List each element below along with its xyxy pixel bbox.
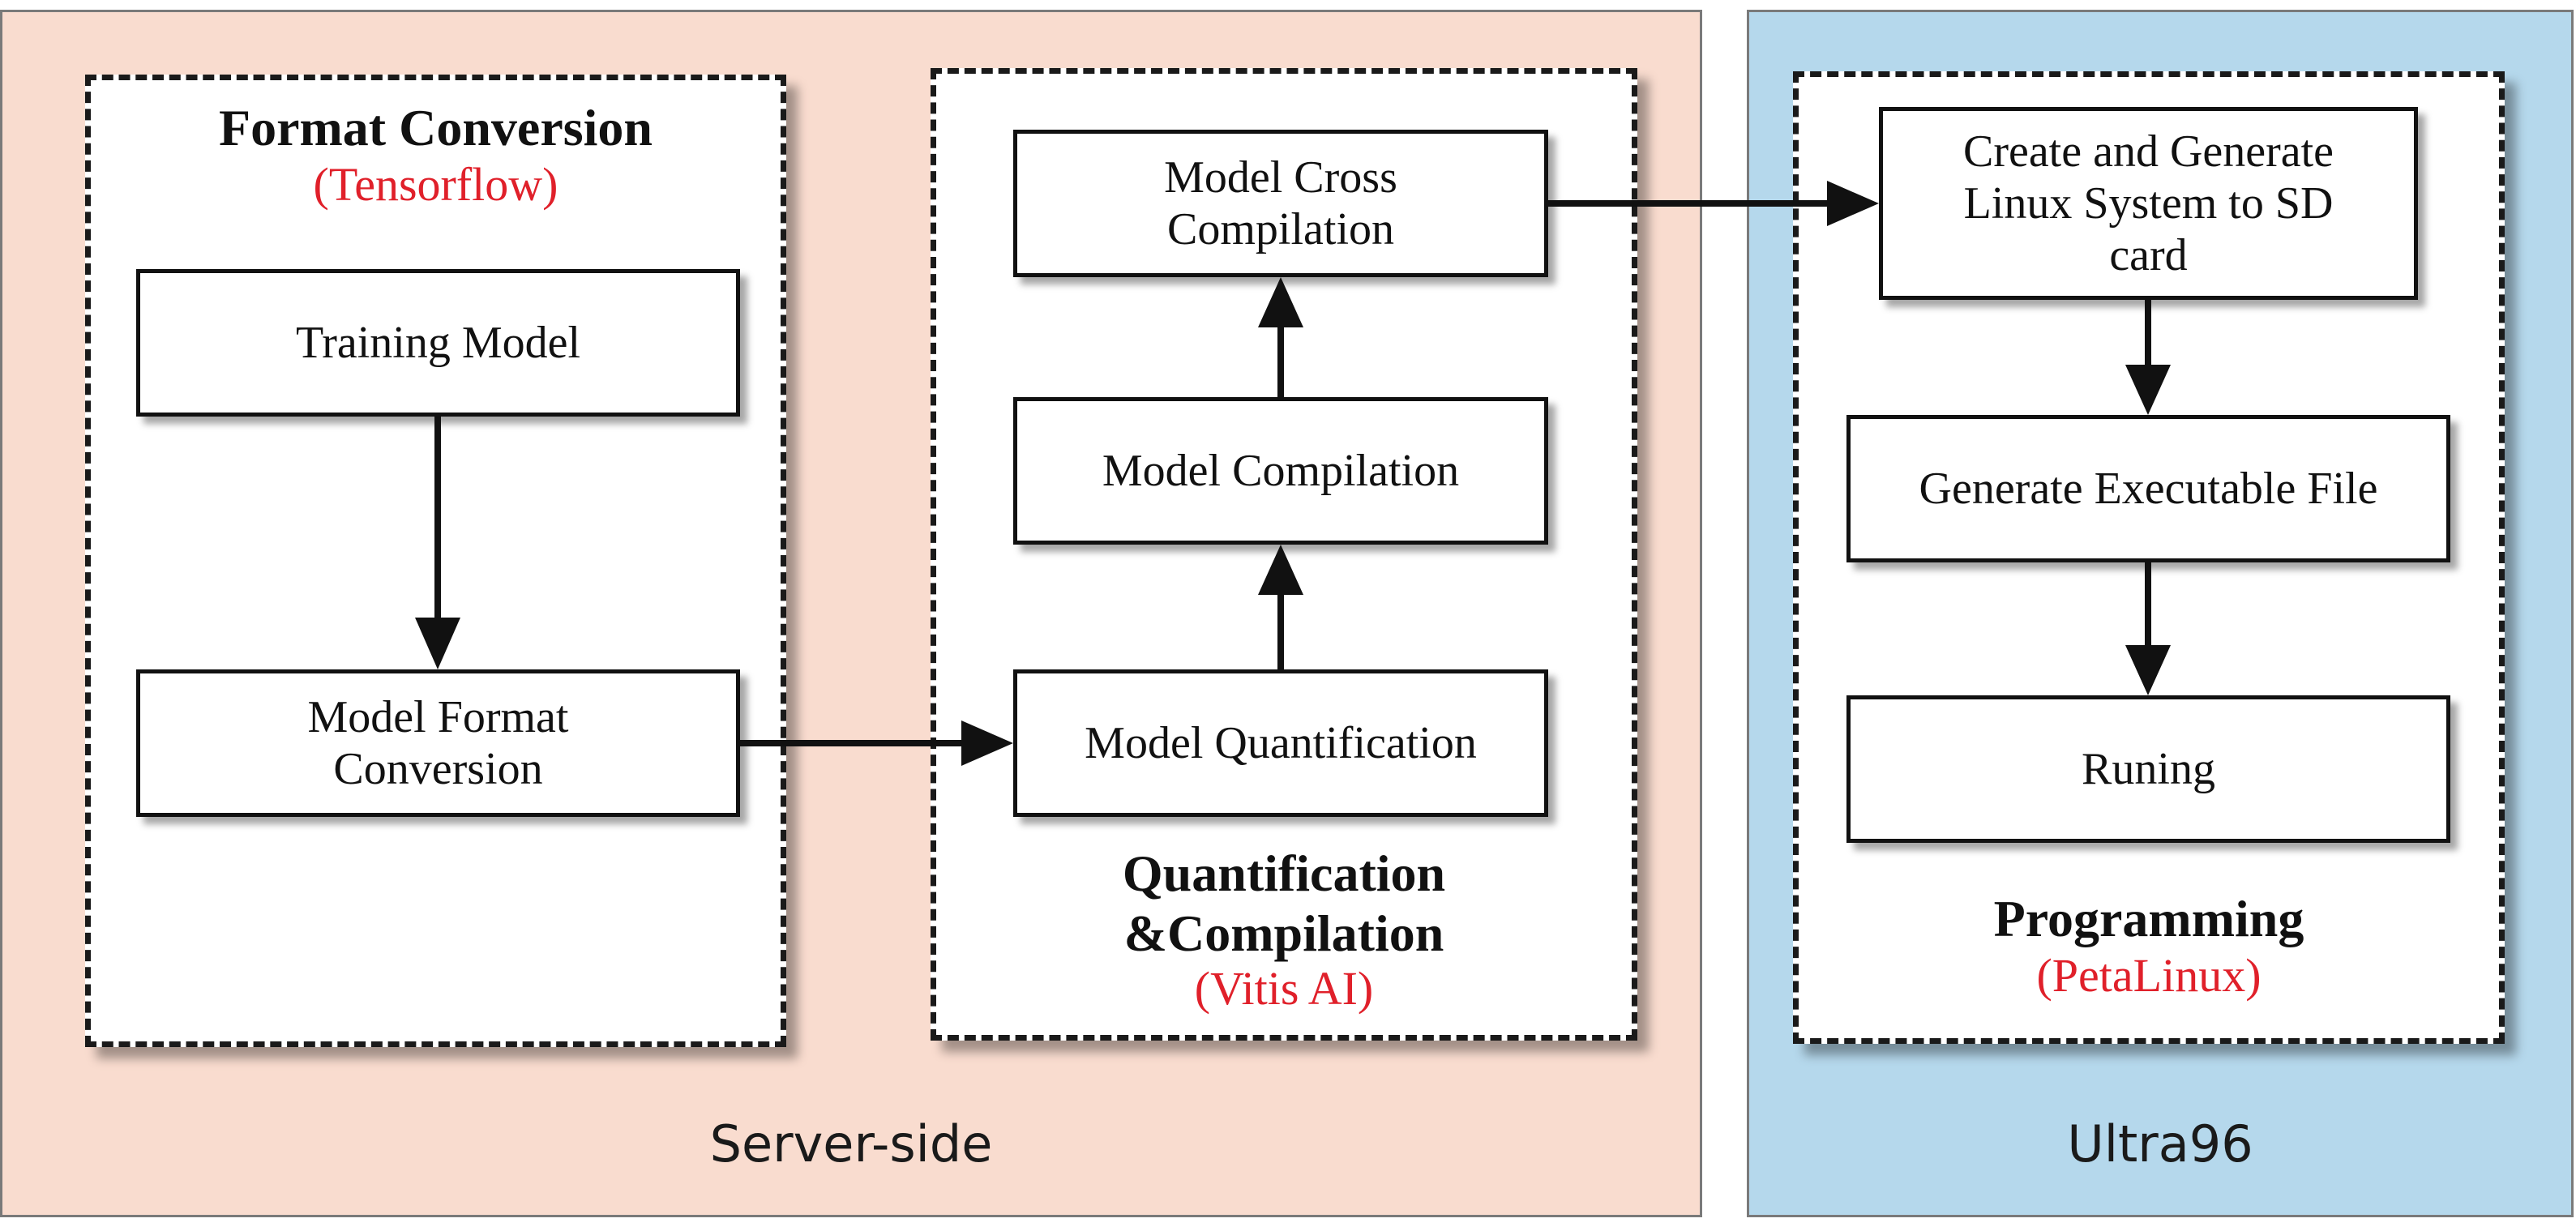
programming-title: Programming bbox=[1993, 890, 2304, 947]
running-box: Runing bbox=[1846, 695, 2450, 843]
arrowhead-training-to-format bbox=[415, 618, 460, 669]
model-format-conversion-line1: Model Format bbox=[307, 692, 569, 742]
arrowhead-create-to-executable bbox=[2125, 365, 2171, 415]
arrowhead-cross-to-create bbox=[1827, 181, 1879, 226]
create-linux-system-line2: Linux System to SD bbox=[1963, 178, 2334, 229]
format-conversion-title: Format Conversion bbox=[218, 99, 653, 156]
model-cross-compilation-line1: Model Cross bbox=[1164, 152, 1397, 203]
model-compilation-box: Model Compilation bbox=[1013, 397, 1548, 545]
running-label: Runing bbox=[2082, 744, 2215, 794]
quantification-title-line1: Quantification bbox=[1122, 844, 1446, 902]
ultra96-label: Ultra96 bbox=[2067, 1114, 2253, 1174]
arrowhead-quantification-to-compilation bbox=[1258, 545, 1303, 595]
server-side-label: Server-side bbox=[709, 1114, 993, 1174]
arrowhead-format-to-quantification bbox=[961, 720, 1013, 766]
create-linux-system-line1: Create and Generate bbox=[1962, 126, 2334, 177]
quantification-title-line2: &Compilation bbox=[1123, 904, 1444, 962]
create-linux-system-line3: card bbox=[2109, 230, 2188, 280]
model-compilation-label: Model Compilation bbox=[1102, 446, 1460, 496]
model-format-conversion-line2: Conversion bbox=[333, 744, 543, 794]
model-cross-compilation-box: Model Cross Compilation bbox=[1013, 130, 1548, 277]
tensorflow-label: (Tensorflow) bbox=[313, 158, 558, 211]
create-linux-system-box: Create and Generate Linux System to SD c… bbox=[1879, 107, 2418, 300]
training-model-box: Training Model bbox=[136, 269, 740, 417]
generate-executable-label: Generate Executable File bbox=[1919, 464, 2378, 514]
arrowhead-executable-to-running bbox=[2125, 645, 2171, 695]
model-quantification-box: Model Quantification bbox=[1013, 669, 1548, 817]
vitis-ai-label: (Vitis AI) bbox=[1194, 962, 1374, 1015]
arrowhead-compilation-to-cross bbox=[1258, 277, 1303, 327]
petalinux-label: (PetaLinux) bbox=[2036, 949, 2261, 1002]
generate-executable-box: Generate Executable File bbox=[1846, 415, 2450, 562]
model-format-conversion-box: Model Format Conversion bbox=[136, 669, 740, 817]
model-cross-compilation-line2: Compilation bbox=[1167, 204, 1394, 254]
model-quantification-label: Model Quantification bbox=[1085, 718, 1477, 768]
training-model-label: Training Model bbox=[295, 318, 581, 368]
